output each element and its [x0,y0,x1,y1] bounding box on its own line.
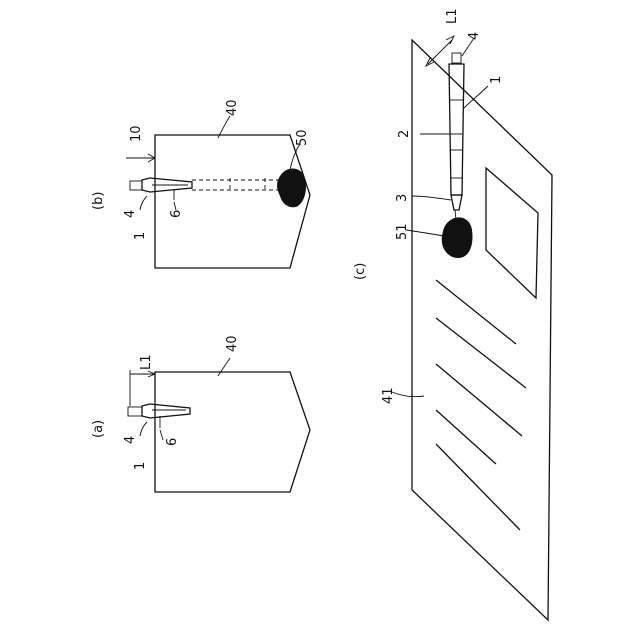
panel-label-b: (b) [91,192,106,210]
panel-label-a: (a) [91,420,106,438]
label-arrow-b: 10 [129,125,144,142]
label-barrel-c: 2 [397,130,412,138]
l1-dimension-c [428,40,452,64]
label-clip-b: 6 [169,210,184,218]
label-nib-c: 3 [395,194,410,202]
label-card-a: 40 [225,335,240,352]
card-40-a [155,372,310,492]
label-sheet-c: 41 [381,387,396,404]
label-clip-a: 6 [165,438,180,446]
label-blot-b: 50 [295,129,310,146]
panel-label-c: (c) [353,263,368,280]
panel-b: (b) 1 4 6 40 10 50 [91,99,310,268]
label-offset-a: L1 [139,354,154,370]
label-card-b: 40 [225,99,240,116]
panel-c: (c) 4 1 2 3 51 41 L1 [353,8,552,620]
label-pen-a: 1 [133,462,148,470]
label-offset-c: L1 [445,8,460,24]
panel-a: (a) 1 4 6 40 L1 [91,335,310,492]
label-blot-c: 51 [395,223,410,240]
label-tip-a: 4 [123,436,138,444]
label-pen-b: 1 [133,232,148,240]
label-tip-b: 4 [123,210,138,218]
sheet-41 [412,40,552,620]
label-pen-c: 1 [489,76,504,84]
label-tip-c: 4 [467,32,482,40]
